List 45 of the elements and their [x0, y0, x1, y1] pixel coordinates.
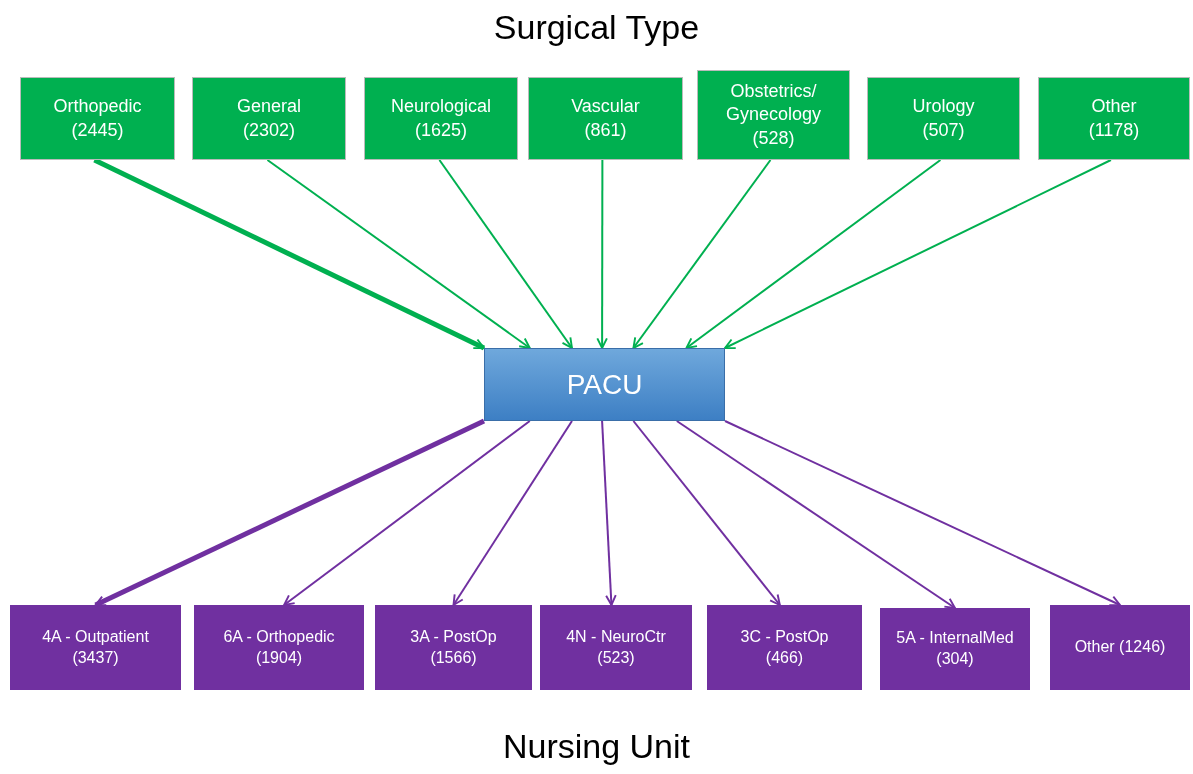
arrow: [283, 420, 531, 606]
node-label: Obstetrics/ Gynecology (528): [725, 79, 821, 150]
category-box: [364, 77, 518, 160]
node-label: 5A - InternalMed (304): [895, 628, 1015, 669]
unit-box: [194, 605, 364, 690]
node-label: 3C - PostOp (466): [739, 626, 830, 668]
node-label: 3A - PostOp (1566): [409, 626, 498, 668]
node-label: 4N - NeuroCtr (523): [565, 626, 667, 668]
unit-box: [375, 605, 532, 690]
category-box: [192, 77, 346, 160]
category-box: [1038, 77, 1190, 160]
diagram-caption: Nursing Unit: [501, 727, 692, 766]
category-box: [867, 77, 1020, 160]
arrow: [601, 420, 617, 606]
node-label: Other (1178): [1088, 95, 1140, 142]
unit-box: [1050, 605, 1190, 690]
node-label: Urology (507): [912, 95, 975, 142]
node-label: General (2302): [236, 95, 301, 142]
arrow: [675, 420, 956, 609]
arrow: [724, 159, 1112, 350]
arrow: [632, 159, 772, 349]
arrow: [438, 159, 573, 349]
unit-box: [540, 605, 692, 690]
arrow: [94, 418, 486, 608]
arrow: [452, 420, 573, 606]
arrow: [685, 159, 942, 349]
category-box: [528, 77, 683, 160]
unit-box: [707, 605, 862, 690]
category-box: [697, 70, 850, 160]
category-box: [20, 77, 175, 160]
diagram-title: Surgical Type: [492, 8, 701, 47]
unit-box: [10, 605, 181, 690]
node-label: Vascular (861): [571, 95, 640, 142]
node-label: Other (1246): [1074, 637, 1166, 658]
arrow: [724, 420, 1121, 607]
node-label: 6A - Orthopedic (1904): [222, 626, 336, 668]
node-label: Neurological (1625): [390, 95, 492, 142]
arrow: [632, 420, 781, 606]
node-label: PACU: [566, 368, 643, 401]
hub-box: [484, 348, 725, 421]
node-label: Orthopedic (2445): [53, 95, 142, 142]
arrow: [266, 159, 531, 349]
unit-box: [880, 608, 1030, 690]
node-label: 4A - Outpatient (3437): [41, 626, 150, 668]
arrow: [596, 159, 608, 349]
